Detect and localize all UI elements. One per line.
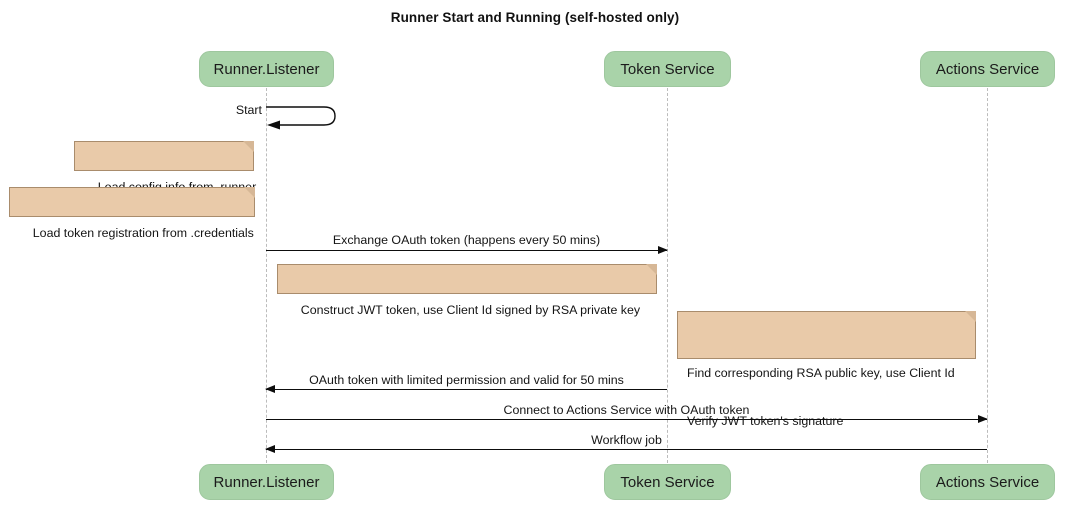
arrowhead-left-icon: [265, 384, 275, 393]
participant-label: Actions Service: [935, 473, 1040, 491]
participant-runner-listener-bottom[interactable]: Runner.Listener: [199, 464, 334, 500]
note-text-line-1: Find corresponding RSA public key, use C…: [687, 366, 955, 380]
note-fold-corner-icon: [646, 264, 657, 275]
note-fold-corner-icon: [965, 311, 976, 322]
message-label-connect-actions-service: Connect to Actions Service with OAuth to…: [503, 403, 750, 417]
lifeline-actions-service: [987, 88, 988, 463]
participant-label: Runner.Listener: [213, 473, 320, 491]
message-arrow-workflow-job: [265, 444, 987, 453]
note-text: Construct JWT token, use Client Id signe…: [300, 303, 641, 317]
message-label-workflow-job: Workflow job: [591, 433, 662, 447]
participant-actions-service-top[interactable]: Actions Service: [920, 51, 1055, 87]
note-load-token-registration: Load token registration from .credential…: [9, 187, 255, 240]
note-fold-corner-icon: [243, 141, 254, 152]
participant-token-service-top[interactable]: Token Service: [604, 51, 731, 87]
note-text-line-2: Verify JWT token's signature: [687, 414, 844, 428]
participant-label: Actions Service: [935, 60, 1040, 78]
lifeline-token-service: [667, 88, 668, 463]
note-construct-jwt-token: Construct JWT token, use Client Id signe…: [277, 264, 657, 317]
arrowhead-left-icon: [265, 444, 275, 453]
note-fold-corner-icon: [244, 187, 255, 198]
participant-actions-service-bottom[interactable]: Actions Service: [920, 464, 1055, 500]
participant-label: Token Service: [620, 473, 715, 491]
participant-label: Runner.Listener: [213, 60, 320, 78]
self-message-label-start: Start: [235, 103, 262, 117]
participant-token-service-bottom[interactable]: Token Service: [604, 464, 731, 500]
note-verify-jwt-signature: Find corresponding RSA public key, use C…: [677, 311, 976, 428]
participant-label: Token Service: [620, 60, 715, 78]
note-text: Load token registration from .credential…: [32, 226, 254, 240]
message-label-exchange-oauth-token: Exchange OAuth token (happens every 50 m…: [332, 233, 601, 247]
message-arrow-exchange-oauth-token: [266, 245, 668, 254]
lifeline-runner-listener: [266, 88, 267, 463]
message-label-oauth-token-return: OAuth token with limited permission and …: [309, 373, 624, 387]
note-load-config-info: Load config info from .runner: [74, 141, 256, 194]
message-arrow-connect-actions-service: [266, 414, 988, 423]
arrowhead-right-icon: [978, 414, 988, 423]
message-arrow-oauth-token-return: [265, 384, 667, 393]
arrowhead-right-icon: [658, 245, 668, 254]
participant-runner-listener-top[interactable]: Runner.Listener: [199, 51, 334, 87]
self-message-start-loop: [266, 105, 346, 131]
page-title: Runner Start and Running (self-hosted on…: [390, 10, 680, 25]
